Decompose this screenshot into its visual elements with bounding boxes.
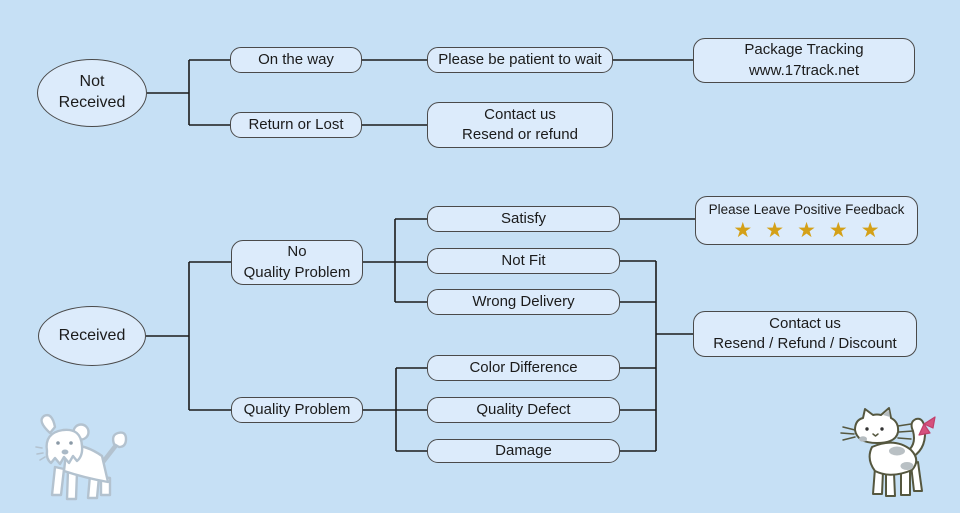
star-icon: ★ bbox=[828, 218, 848, 243]
node-return-or-lost: Return or Lost bbox=[230, 112, 362, 138]
star-icon: ★ bbox=[733, 218, 753, 243]
star-icon: ★ bbox=[765, 218, 785, 243]
node-on-the-way: On the way bbox=[230, 47, 362, 73]
node-not-fit: Not Fit bbox=[427, 248, 620, 274]
cat-doodle-icon bbox=[840, 407, 936, 497]
node-contact-resend-refund-discount: Contact us Resend / Refund / Discount bbox=[693, 311, 917, 357]
node-quality-defect: Quality Defect bbox=[427, 397, 620, 423]
node-no-quality-problem: No Quality Problem bbox=[231, 240, 363, 285]
node-damage: Damage bbox=[427, 439, 620, 463]
star-icon: ★ bbox=[797, 218, 816, 243]
star-icon: ★ bbox=[860, 218, 880, 243]
node-quality-problem: Quality Problem bbox=[231, 397, 363, 423]
node-package-tracking: Package Tracking www.17track.net bbox=[693, 38, 915, 83]
node-not-received: Not Received bbox=[37, 59, 147, 127]
node-satisfy: Satisfy bbox=[427, 206, 620, 232]
node-positive-feedback: Please Leave Positive Feedback ★ ★ ★ ★ ★ bbox=[695, 196, 918, 245]
node-received: Received bbox=[38, 306, 146, 366]
node-please-be-patient: Please be patient to wait bbox=[427, 47, 613, 73]
feedback-title: Please Leave Positive Feedback bbox=[708, 201, 905, 217]
star-rating: ★ ★ ★ ★ ★ bbox=[733, 218, 880, 243]
dog-doodle-icon bbox=[35, 413, 128, 501]
node-color-difference: Color Difference bbox=[427, 355, 620, 381]
node-wrong-delivery: Wrong Delivery bbox=[427, 289, 620, 315]
node-contact-resend-or-refund: Contact us Resend or refund bbox=[427, 102, 613, 148]
